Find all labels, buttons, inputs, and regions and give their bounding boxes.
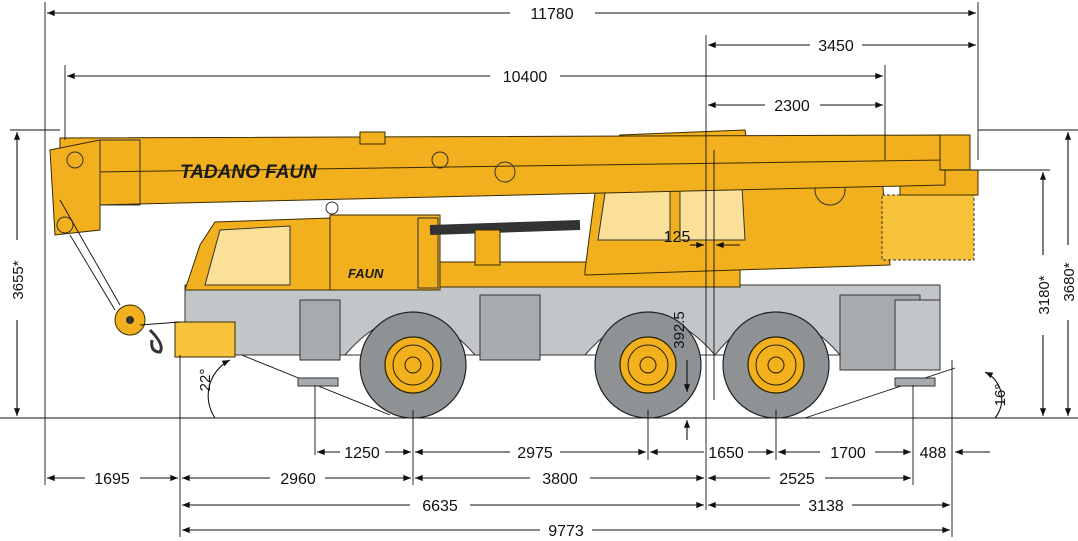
front-bumper — [174, 321, 236, 358]
hoist-rope-b — [69, 234, 116, 311]
dim-rear-overhang-boom: 2300 — [774, 98, 810, 115]
boom-section-line — [94, 159, 946, 173]
front-outrigger-foot — [297, 377, 339, 387]
angle-arc-rear — [984, 371, 1003, 419]
boom-brand-label: TADANO FAUN — [180, 162, 318, 183]
rear-outrigger-foot — [894, 377, 936, 387]
wheel-rear-ring — [755, 344, 797, 386]
dim-angle-rear: 16° — [992, 384, 1009, 407]
dim-2960: 2960 — [280, 471, 316, 488]
wheel-mid-center — [639, 356, 657, 374]
angle-arc-front — [207, 359, 231, 419]
boom-sheave-c — [325, 201, 339, 215]
boom-sheave-a — [431, 151, 449, 169]
dim-height-right-3180: 3180* — [1036, 275, 1053, 314]
dim-1650: 1650 — [708, 445, 744, 462]
dim-2975: 2975 — [517, 445, 553, 462]
dim-3138: 3138 — [808, 498, 844, 515]
carrier-cab-window — [204, 225, 291, 286]
dim-3800: 3800 — [542, 471, 578, 488]
dim-overall-length: 11780 — [530, 6, 573, 23]
luffing-cylinder — [429, 220, 581, 235]
departure-line — [804, 367, 956, 419]
dim-6635: 6635 — [422, 498, 458, 515]
dimension-lines: 11780 3450 10400 2300 125 392.5 3655* 31… — [10, 6, 1078, 540]
hoist-rope-a — [59, 199, 121, 306]
dim-1250: 1250 — [344, 445, 380, 462]
wheel-front-center — [404, 356, 422, 374]
dim-boom-length: 10400 — [503, 69, 548, 86]
extension-lines — [10, 2, 1078, 537]
hook — [148, 328, 163, 354]
boom: TADANO FAUN — [49, 131, 971, 236]
dim-height-left: 3655* — [10, 260, 27, 299]
tie-down-line — [139, 321, 181, 326]
wheel-rear-center — [767, 356, 785, 374]
dim-488: 488 — [920, 445, 947, 462]
hook-sheave-hub — [126, 316, 134, 324]
dim-offset-125: 125 — [664, 229, 691, 246]
dim-1695: 1695 — [94, 471, 130, 488]
boom-sheave-b — [494, 161, 516, 183]
counterweight — [881, 194, 975, 261]
carrier-cab: FAUN — [174, 214, 441, 358]
dim-2525: 2525 — [779, 471, 815, 488]
carrier-engine-cover — [329, 214, 441, 291]
dim-rear-overhang-top: 3450 — [818, 38, 854, 55]
cab-brand-label: FAUN — [348, 266, 384, 281]
head-sheave-top — [66, 151, 84, 169]
front-outrigger-box — [299, 299, 341, 361]
hook-block — [59, 199, 181, 354]
crane-illustration: FAUN TADANO FAUN — [0, 129, 1078, 419]
boom-lug — [359, 131, 386, 145]
head-sheave-bottom — [56, 216, 74, 234]
dim-1700: 1700 — [830, 445, 866, 462]
boom-head — [49, 139, 101, 236]
rear-step — [894, 299, 941, 371]
auxiliary-jib — [99, 139, 141, 206]
dim-height-right-3680: 3680* — [1061, 262, 1078, 301]
boom-rear-end — [939, 134, 971, 171]
radiator-grille — [417, 217, 439, 289]
dim-9773: 9773 — [548, 523, 584, 540]
dim-height-392: 392.5 — [671, 311, 688, 349]
cylinder-bracket — [474, 229, 501, 266]
mid-box — [479, 294, 541, 361]
dim-angle-front: 22° — [197, 369, 214, 392]
wheel-mid-ring — [627, 344, 669, 386]
wheel-front-ring — [392, 344, 434, 386]
